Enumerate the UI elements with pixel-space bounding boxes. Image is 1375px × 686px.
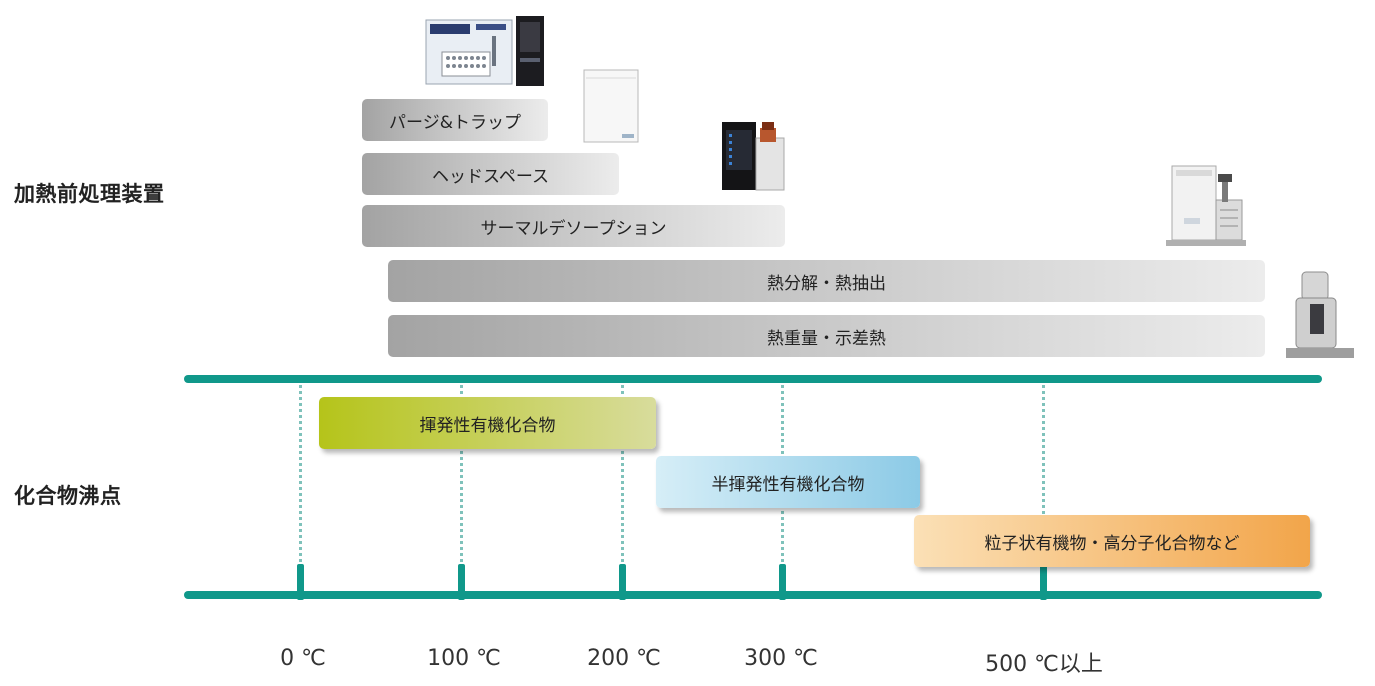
tick-label-0: 0 ℃: [280, 646, 326, 671]
lower-axis-rail: [184, 591, 1322, 599]
tick-label-300: 300 ℃: [744, 646, 818, 671]
range-bar-svoc: 半揮発性有機化合物: [656, 456, 920, 508]
heating-pretreatment-label: 加熱前処理装置: [14, 182, 165, 206]
method-bar-thermal-desorption: サーマルデソープション: [362, 205, 785, 247]
method-bar-purge-trap: パージ&トラップ: [362, 99, 548, 141]
range-bar-particulate: 粒子状有機物・高分子化合物など: [914, 515, 1310, 567]
upper-axis-rail: [184, 375, 1322, 383]
tick-label-100: 100 ℃: [427, 646, 501, 671]
autosampler-device-icon: [425, 16, 544, 86]
guide-line-500: [1042, 380, 1045, 598]
tick-0: [297, 564, 304, 600]
guide-line-0: [299, 380, 302, 598]
tick-100: [458, 564, 465, 600]
tick-label-500: 500 ℃以上: [985, 652, 1103, 677]
tick-200: [619, 564, 626, 600]
headspace-device-icon: [583, 69, 639, 143]
thermal-desorption-device-icon: [722, 122, 785, 191]
boiling-point-label: 化合物沸点: [14, 484, 122, 508]
guide-line-100: [460, 380, 463, 598]
method-bar-pyrolysis: 熱分解・熱抽出: [388, 260, 1265, 302]
method-bar-headspace: ヘッドスペース: [362, 153, 619, 195]
method-bar-tg-dta: 熱重量・示差熱: [388, 315, 1265, 357]
tick-300: [779, 564, 786, 600]
tick-label-200: 200 ℃: [587, 646, 661, 671]
tick-500: [1040, 564, 1047, 600]
pyrolyzer-device-icon: [1166, 165, 1246, 246]
guide-line-200: [621, 380, 624, 598]
range-bar-voc: 揮発性有機化合物: [319, 397, 656, 449]
thermogravimetric-device-icon: [1286, 271, 1354, 358]
